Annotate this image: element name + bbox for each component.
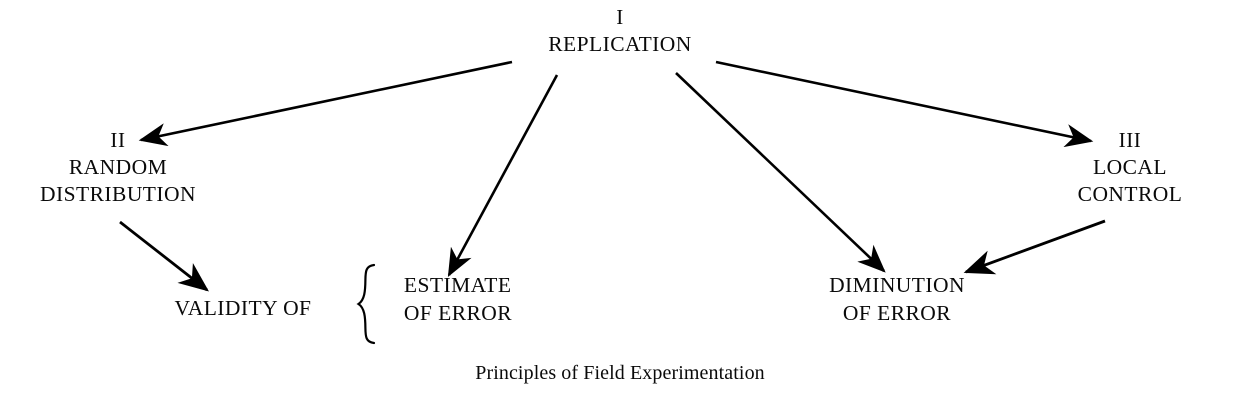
edge-replication-to-diminution-of-error (675, 72, 886, 273)
node-local-control-line1: LOCAL (1093, 154, 1167, 179)
node-diminution-of-error: DIMINUTION OF ERROR (829, 272, 965, 327)
figure-caption: Principles of Field Experimentation (475, 361, 765, 387)
figure-caption-text: Principles of Field Experimentation (475, 362, 765, 384)
node-local-control-numeral: III (1118, 128, 1142, 152)
node-estimate-of-error-line1: ESTIMATE (403, 273, 512, 297)
node-random-distribution: II RANDOM DISTRIBUTION (40, 127, 196, 209)
edge-replication-to-random-distribution (138, 60, 513, 147)
node-random-distribution-numeral: II (110, 128, 126, 152)
node-replication-label: REPLICATION (548, 31, 692, 56)
node-replication-numeral: I (616, 5, 624, 29)
node-estimate-of-error-line2: OF ERROR (403, 300, 513, 325)
node-random-distribution-line2: DISTRIBUTION (40, 182, 196, 207)
edge-random-distribution-to-validity-of (119, 220, 209, 292)
node-diminution-of-error-line1: DIMINUTION (829, 273, 965, 297)
node-validity-of: VALIDITY OF (175, 295, 312, 323)
left-curly-brace-icon (356, 263, 376, 345)
node-local-control: III LOCAL CONTROL (1078, 127, 1183, 209)
node-replication: I REPLICATION (548, 4, 692, 58)
node-diminution-of-error-line2: OF ERROR (842, 300, 952, 325)
node-random-distribution-line1: RANDOM (68, 154, 168, 179)
edge-replication-to-local-control (715, 60, 1094, 148)
node-estimate-of-error: ESTIMATE OF ERROR (404, 272, 512, 327)
node-local-control-line2: CONTROL (1077, 182, 1183, 207)
edge-replication-to-estimate-of-error (447, 74, 559, 278)
edge-local-control-to-diminution-of-error (963, 219, 1106, 275)
node-validity-of-label: VALIDITY OF (174, 296, 312, 320)
